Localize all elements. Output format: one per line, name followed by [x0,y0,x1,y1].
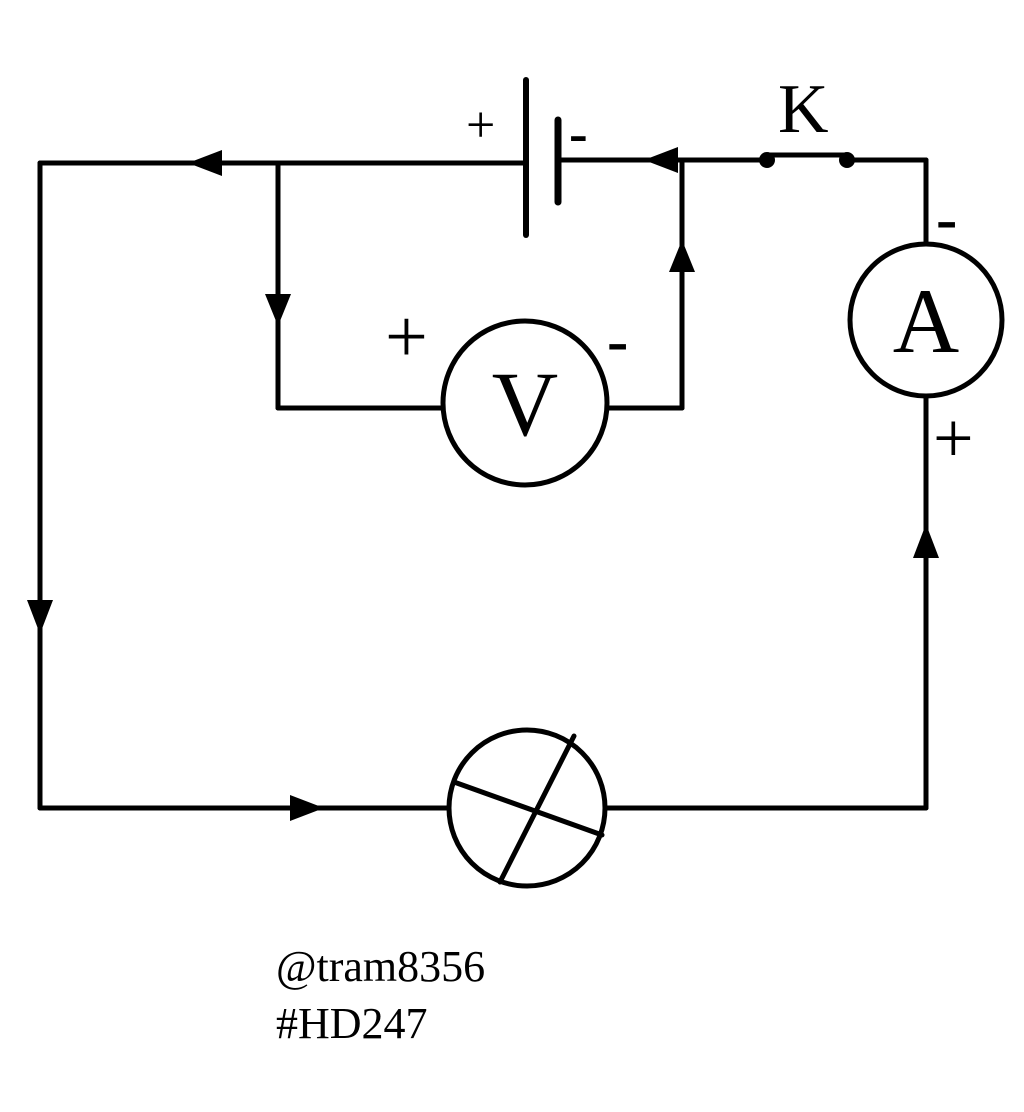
arrow-voltmeter-left-downward [265,294,291,326]
lamp-cross-line-2 [497,733,577,885]
credit-handle: @tram8356 [276,942,486,991]
battery: + - [466,77,588,238]
lamp-cross-line-1 [451,779,605,838]
arrow-left-downward [27,600,53,634]
credit-tag: #HD247 [276,999,428,1048]
ammeter-letter: A [893,270,959,372]
voltmeter-letter: V [492,353,558,455]
voltmeter-plus-sign: + [385,295,428,379]
ammeter: A - + [847,183,1005,478]
arrow-top-left-leftward [188,150,222,176]
arrow-bottom-rightward [290,795,324,821]
switch-label: K [778,71,829,148]
battery-minus-sign: - [569,103,588,165]
lamp [446,727,608,889]
voltmeter-circle [440,318,610,488]
wires [37,157,929,811]
current-arrows [27,147,939,821]
ammeter-circle [847,241,1005,399]
switch-k: K [759,71,855,168]
voltmeter: V + - [385,295,628,488]
voltmeter-minus-sign: - [607,305,628,376]
ammeter-plus-sign: + [933,398,974,478]
arrow-top-middle-leftward [644,147,678,173]
battery-plus-sign: + [466,97,495,154]
ammeter-minus-sign: - [936,183,957,254]
arrow-right-upward [913,524,939,558]
arrow-voltmeter-right-upward [669,240,695,272]
